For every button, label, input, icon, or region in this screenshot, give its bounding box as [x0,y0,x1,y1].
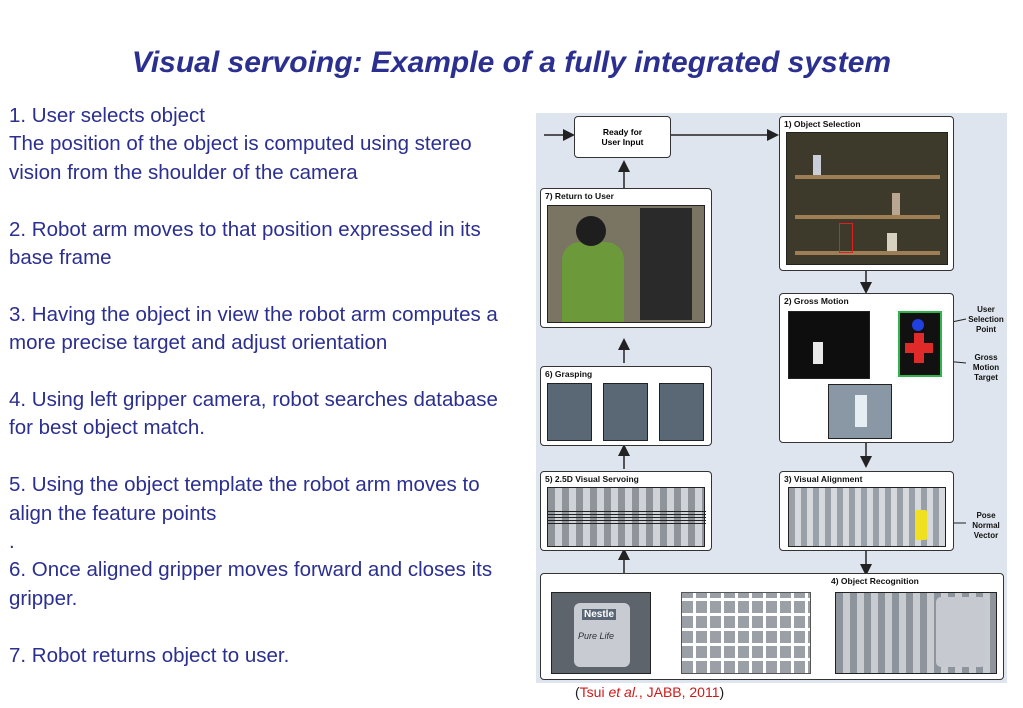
step-separator-dot: . [9,530,15,554]
query-label-patch [936,597,986,667]
return-to-user-label: 7) Return to User [545,191,614,201]
return-to-user-box: 7) Return to User [540,188,712,328]
step-2: 2. Robot arm moves to that position expr… [9,217,481,270]
step-1-detail: The position of the object is computed u… [9,132,472,184]
return-to-user-photo [547,205,705,323]
object-bottle [813,155,821,175]
object-recognition-box: 4) Object Recognition Nestle Pure Life [540,573,1004,680]
system-flow-diagram: Ready for User Input 1) Object Selection… [536,113,1007,683]
visual-servoing-box: 5) 2.5D Visual Servoing [540,471,712,551]
product-text: Pure Life [578,631,615,641]
shelf-board-top [795,175,940,179]
ready-for-input-box: Ready for User Input [574,116,671,158]
citation-open: ( [575,684,580,700]
photo-bottle [855,395,867,427]
object-selection-box: 1) Object Selection [779,116,954,271]
gross-motion-camera-photo [828,384,892,439]
gross-motion-target-cross-h [905,343,933,353]
visual-alignment-box: 3) Visual Alignment [779,471,954,551]
step-5: 5. Using the object template the robot a… [9,473,480,525]
visual-servoing-label: 5) 2.5D Visual Servoing [545,474,639,484]
grasp-photo-2 [603,383,648,441]
shelf-camera-image [786,132,948,265]
citation-etal: et al. [608,684,639,700]
alignment-image [788,487,946,547]
ready-for-input-label: Ready for User Input [601,127,644,147]
grid-rows [682,593,810,673]
step-4: 4. Using left gripper camera, robot sear… [9,388,498,440]
target-image [898,311,942,377]
step-1-heading: 1. User selects object [9,104,205,127]
gross-motion-box: 2) Gross Motion [779,293,954,443]
page-title: Visual servoing: Example of a fully inte… [131,46,892,79]
brand-text: Nestle [582,609,617,620]
template-database-grid [681,592,811,674]
person-figure [562,242,624,322]
object-recognition-label: 4) Object Recognition [831,576,919,586]
feature-lines [548,510,706,524]
step-3: 3. Having the object in view the robot a… [9,302,498,355]
object-selection-label: 1) Object Selection [784,119,861,129]
step-6: 6. Once aligned gripper moves forward an… [9,558,493,610]
citation-author: Tsui [579,684,609,700]
person-head [576,216,606,246]
servoing-image [547,487,706,547]
selected-object-marker [839,223,853,253]
pose-normal-vector-arrow [915,510,927,540]
citation: (Tsui et al., JABB, 2011) [575,684,724,700]
gross-motion-label: 2) Gross Motion [784,296,849,306]
object-can [892,193,900,215]
visual-alignment-label: 3) Visual Alignment [784,474,863,484]
shelf-board-middle [795,215,940,219]
citation-journal: , JABB, 2011 [638,684,720,700]
disparity-image [788,311,870,379]
query-bottle-photo [835,592,997,674]
robot-arm-shape [640,208,692,320]
citation-close: ) [719,684,725,700]
user-selection-point-label: User Selection Point [968,305,1004,334]
matched-template-photo: Nestle Pure Life [551,592,651,674]
grasp-photo-1 [547,383,592,441]
pose-normal-vector-label: Pose Normal Vector [972,511,1000,540]
disparity-highlight [813,342,823,364]
grasping-label: 6) Grasping [545,369,593,379]
grasping-box: 6) Grasping [540,366,712,446]
shelf-board-bottom [795,251,940,255]
step-7: 7. Robot returns object to user. [9,643,290,667]
step-list: 1. User selects object The position of t… [9,102,504,670]
gross-motion-target-label: Gross Motion Target [972,353,1000,382]
grasp-photo-3 [659,383,704,441]
object-box [887,233,897,251]
user-selection-point-dot [912,319,924,331]
step-1: 1. User selects object The position of t… [9,102,504,187]
